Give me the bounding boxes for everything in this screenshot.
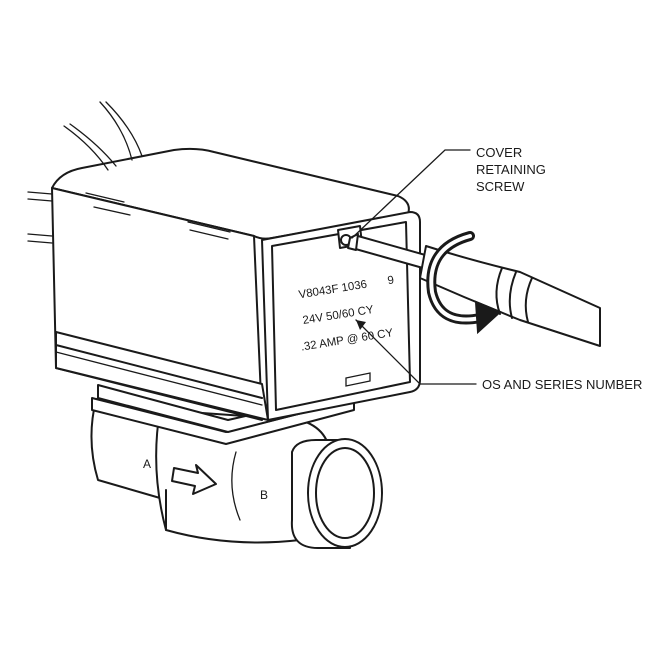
callout-os-series: OS AND SERIES NUMBER [482, 377, 642, 392]
valve-body [90, 391, 383, 549]
callout-cover-line-1: COVER [476, 145, 522, 160]
wire-leads [27, 101, 143, 244]
rotation-arrow-icon [426, 231, 502, 335]
port-a-label: A [143, 457, 151, 471]
screwdriver [347, 233, 601, 347]
callout-leaders [351, 149, 477, 385]
callout-cover-line-3: SCREW [476, 179, 525, 194]
nameplate-suffix: 9 [387, 274, 395, 287]
port-b-label: B [260, 488, 268, 502]
actuator-housing [51, 147, 421, 421]
callout-cover-line-2: RETAINING [476, 162, 546, 177]
flow-arrow-icon [171, 464, 217, 495]
